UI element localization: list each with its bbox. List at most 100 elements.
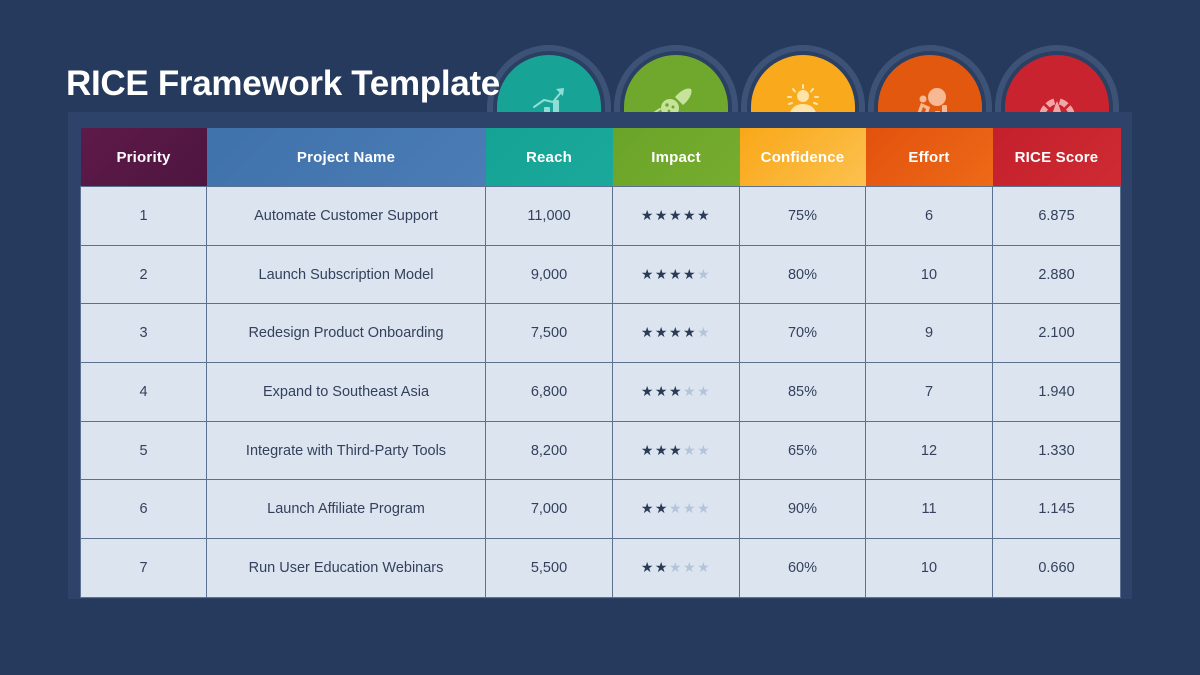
- cell-effort: 6: [865, 186, 993, 246]
- rice-table: Priority Project Name Reach Impact Confi…: [80, 128, 1121, 598]
- cell-project: Automate Customer Support: [206, 186, 486, 246]
- star-filled-icon: ★: [640, 558, 655, 575]
- impact-star-rating: ★★★★★: [641, 559, 711, 575]
- cell-effort: 10: [865, 538, 993, 598]
- cell-project: Launch Subscription Model: [206, 244, 486, 305]
- page-title: RICE Framework Template: [66, 64, 500, 103]
- cell-impact: ★★★★★: [612, 538, 740, 598]
- star-empty-icon: ★: [697, 265, 712, 282]
- star-filled-icon: ★: [654, 324, 669, 341]
- cell-confidence: 90%: [739, 479, 866, 540]
- cell-project: Launch Affiliate Program: [206, 479, 486, 540]
- star-filled-icon: ★: [683, 324, 698, 341]
- cell-reach: 7,000: [485, 479, 613, 540]
- cell-effort: 11: [865, 479, 993, 540]
- cell-priority: 7: [80, 538, 207, 598]
- star-filled-icon: ★: [654, 500, 669, 517]
- cell-reach: 6,800: [485, 362, 613, 422]
- impact-star-rating: ★★★★★: [641, 207, 711, 223]
- star-empty-icon: ★: [697, 500, 712, 517]
- cell-priority: 6: [80, 479, 207, 540]
- cell-score: 1.940: [992, 362, 1121, 422]
- cell-impact: ★★★★★: [612, 244, 740, 305]
- cell-project: Integrate with Third-Party Tools: [206, 420, 486, 481]
- star-filled-icon: ★: [668, 265, 684, 282]
- cell-priority: 3: [80, 303, 207, 364]
- star-empty-icon: ★: [683, 441, 698, 458]
- cell-confidence: 70%: [739, 303, 866, 364]
- star-empty-icon: ★: [697, 558, 712, 575]
- cell-score: 0.660: [992, 538, 1121, 598]
- column-header-project[interactable]: Project Name: [206, 128, 486, 187]
- column-header-impact[interactable]: Impact: [612, 128, 740, 187]
- star-filled-icon: ★: [668, 206, 684, 223]
- star-empty-icon: ★: [697, 324, 712, 341]
- column-header-effort[interactable]: Effort: [865, 128, 993, 187]
- impact-star-rating: ★★★★★: [641, 500, 711, 516]
- star-filled-icon: ★: [668, 382, 684, 399]
- star-empty-icon: ★: [683, 382, 698, 399]
- star-filled-icon: ★: [640, 206, 655, 223]
- column-header-confidence[interactable]: Confidence: [739, 128, 866, 187]
- star-empty-icon: ★: [697, 382, 712, 399]
- cell-reach: 11,000: [485, 186, 613, 246]
- cell-priority: 2: [80, 244, 207, 305]
- cell-project: Run User Education Webinars: [206, 538, 486, 598]
- cell-impact: ★★★★★: [612, 479, 740, 540]
- cell-reach: 5,500: [485, 538, 613, 598]
- cell-score: 2.100: [992, 303, 1121, 364]
- star-filled-icon: ★: [654, 265, 669, 282]
- cell-confidence: 85%: [739, 362, 866, 422]
- column-header-score[interactable]: RICE Score: [992, 128, 1121, 187]
- cell-impact: ★★★★★: [612, 303, 740, 364]
- impact-star-rating: ★★★★★: [641, 266, 711, 282]
- cell-impact: ★★★★★: [612, 420, 740, 481]
- cell-reach: 8,200: [485, 420, 613, 481]
- star-filled-icon: ★: [640, 265, 655, 282]
- star-filled-icon: ★: [654, 558, 669, 575]
- cell-impact: ★★★★★: [612, 362, 740, 422]
- cell-priority: 4: [80, 362, 207, 422]
- star-filled-icon: ★: [654, 441, 669, 458]
- star-filled-icon: ★: [640, 382, 655, 399]
- star-empty-icon: ★: [668, 500, 684, 517]
- impact-star-rating: ★★★★★: [641, 324, 711, 340]
- star-filled-icon: ★: [683, 206, 698, 223]
- star-filled-icon: ★: [668, 324, 684, 341]
- cell-confidence: 60%: [739, 538, 866, 598]
- star-empty-icon: ★: [683, 500, 698, 517]
- cell-score: 1.330: [992, 420, 1121, 481]
- star-filled-icon: ★: [654, 206, 669, 223]
- rice-table-container: Priority Project Name Reach Impact Confi…: [80, 128, 1121, 598]
- star-filled-icon: ★: [640, 441, 655, 458]
- star-filled-icon: ★: [654, 382, 669, 399]
- cell-impact: ★★★★★: [612, 186, 740, 246]
- star-empty-icon: ★: [668, 558, 684, 575]
- cell-priority: 5: [80, 420, 207, 481]
- cell-confidence: 80%: [739, 244, 866, 305]
- impact-star-rating: ★★★★★: [641, 442, 711, 458]
- cell-confidence: 75%: [739, 186, 866, 246]
- star-filled-icon: ★: [697, 206, 712, 223]
- cell-project: Expand to Southeast Asia: [206, 362, 486, 422]
- cell-effort: 10: [865, 244, 993, 305]
- cell-reach: 9,000: [485, 244, 613, 305]
- star-filled-icon: ★: [640, 500, 655, 517]
- star-filled-icon: ★: [683, 265, 698, 282]
- star-empty-icon: ★: [683, 558, 698, 575]
- cell-effort: 9: [865, 303, 993, 364]
- column-header-reach[interactable]: Reach: [485, 128, 613, 187]
- star-empty-icon: ★: [697, 441, 712, 458]
- column-header-priority[interactable]: Priority: [80, 128, 207, 187]
- table-header-row: Priority Project Name Reach Impact Confi…: [80, 128, 1121, 187]
- star-filled-icon: ★: [640, 324, 655, 341]
